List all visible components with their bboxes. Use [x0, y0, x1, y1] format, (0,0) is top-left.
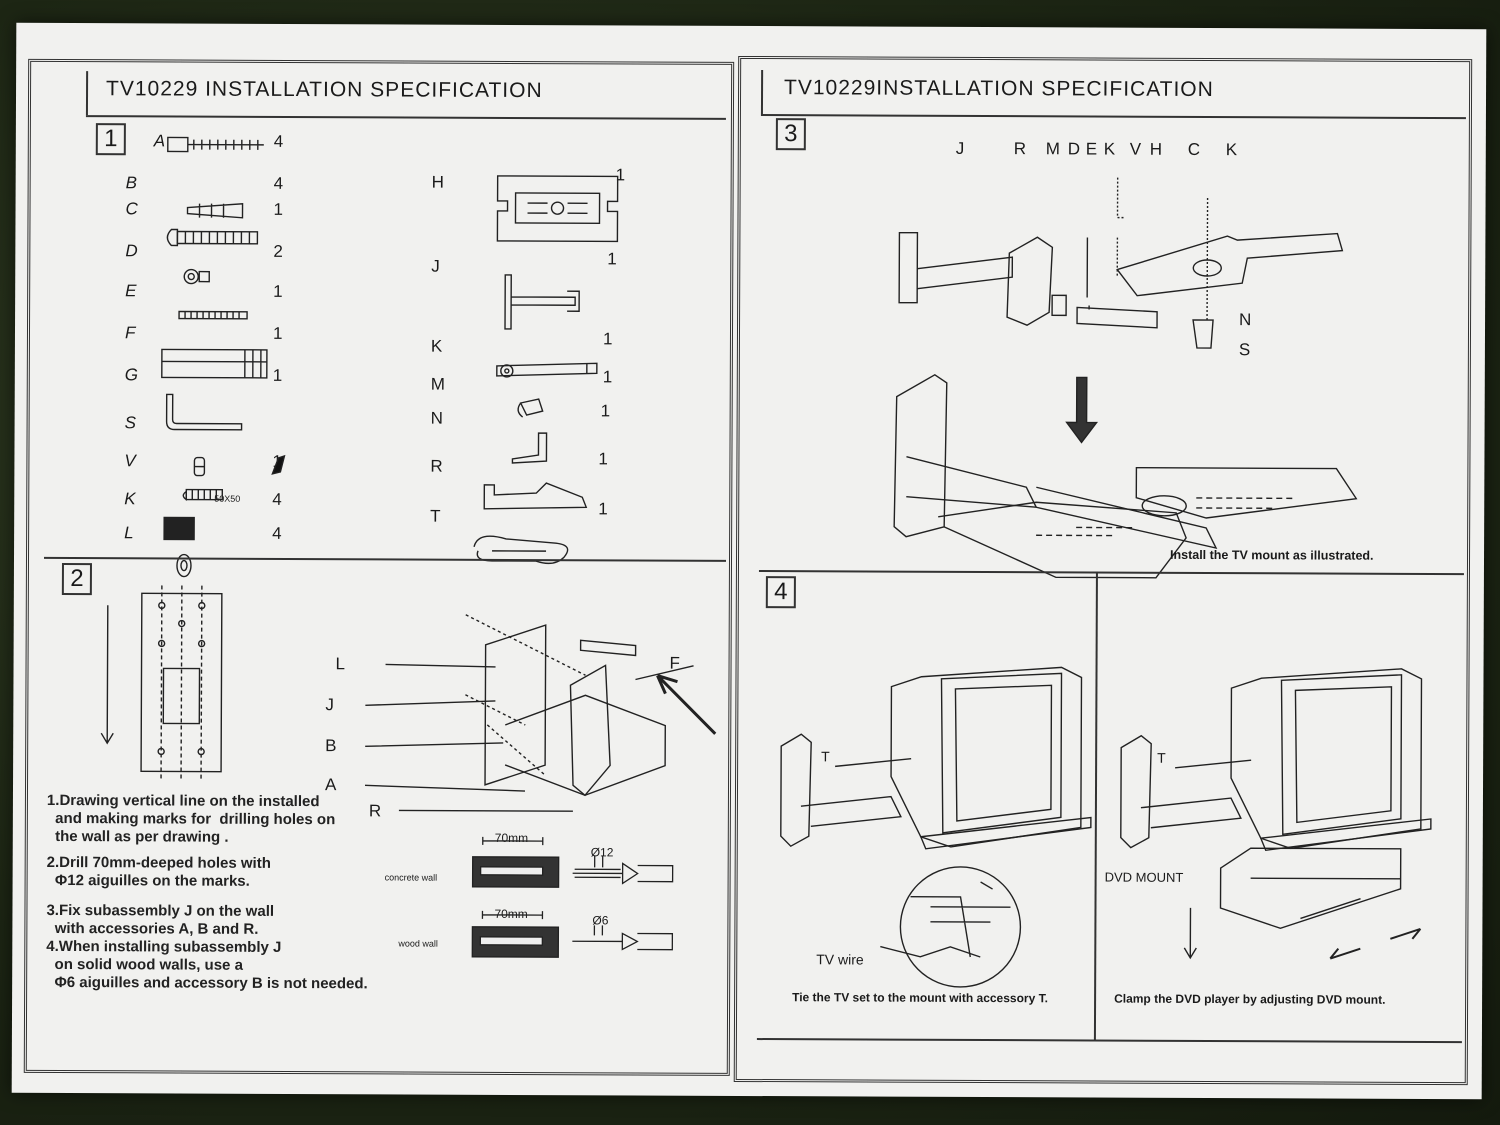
label-J: J	[325, 695, 334, 715]
instruction-line: 2.Drill 70mm-deeped holes with	[46, 853, 271, 872]
instruction-line: Φ12 aiguilles on the marks.	[46, 871, 250, 890]
parts-illustrations	[26, 59, 728, 602]
arm-j-icon	[505, 275, 579, 329]
label-A: A	[324, 775, 337, 795]
label-B: B	[325, 736, 337, 756]
step3-caption: Install the TV mount as illustrated.	[1170, 547, 1374, 563]
step4-tv-drawing	[760, 626, 1091, 947]
foot-n-icon	[512, 433, 546, 463]
wood-wall-label: wood wall	[398, 938, 438, 949]
label-L: L	[335, 654, 346, 674]
tv-wire-label: TV wire	[816, 951, 864, 968]
spacer-f-icon	[162, 349, 267, 377]
strap-t-icon	[474, 536, 568, 563]
label-T-a: T	[821, 748, 830, 765]
block-r-icon	[484, 483, 586, 509]
instruction-line: 3.Fix subassembly J on the wall	[46, 901, 275, 920]
s-mark-icon	[272, 456, 284, 474]
pad-k-icon	[164, 517, 194, 539]
dvd-mount-label: DVD MOUNT	[1104, 869, 1184, 885]
label-F: F	[669, 653, 680, 673]
instruction-line: the wall as per drawing .	[46, 827, 229, 846]
bracket-h-icon	[497, 176, 617, 242]
instructions-list: 1.Drawing vertical line on the installed…	[16, 23, 1486, 992]
concrete-wall-label: concrete wall	[384, 872, 438, 883]
screw-v-icon	[183, 490, 222, 500]
step4-caption-a: Tie the TV set to the mount with accesso…	[792, 990, 1048, 1006]
instruction-line: on solid wood walls, use a	[46, 955, 243, 974]
step4-caption-b: Clamp the DVD player by adjusting DVD mo…	[1114, 991, 1386, 1007]
label-T-b: T	[1157, 749, 1166, 766]
wall-anchor-b-icon	[187, 204, 242, 218]
washer-s-icon	[194, 458, 204, 476]
allen-key-g-icon	[167, 394, 242, 429]
instruction-line: Φ6 aiguilles and accessory B is not need…	[46, 973, 368, 993]
plate-k-icon	[497, 363, 597, 377]
screw-a-icon	[168, 137, 264, 151]
step3-assembly-drawing	[736, 56, 1458, 529]
step4-dvd-drawing	[1100, 628, 1441, 949]
instruction-line: with accessories A, B and R.	[46, 919, 259, 938]
wall-plate-drawing	[25, 563, 726, 866]
instruction-line: 4.When installing subassembly J	[46, 937, 282, 956]
nut-d-icon	[184, 270, 209, 284]
bolt-c-icon	[167, 229, 257, 245]
drill-diagrams	[462, 835, 723, 996]
parts-list-left: A4B4C1D2E1F1G1SV1K450X50L4	[16, 23, 1486, 543]
instruction-line: 1.Drawing vertical line on the installed	[46, 791, 320, 811]
label-R: R	[368, 801, 382, 821]
step-4-number: 4	[765, 576, 796, 609]
clip-m-icon	[518, 399, 543, 417]
rod-e-icon	[179, 312, 247, 319]
washer-l-icon	[177, 555, 191, 577]
